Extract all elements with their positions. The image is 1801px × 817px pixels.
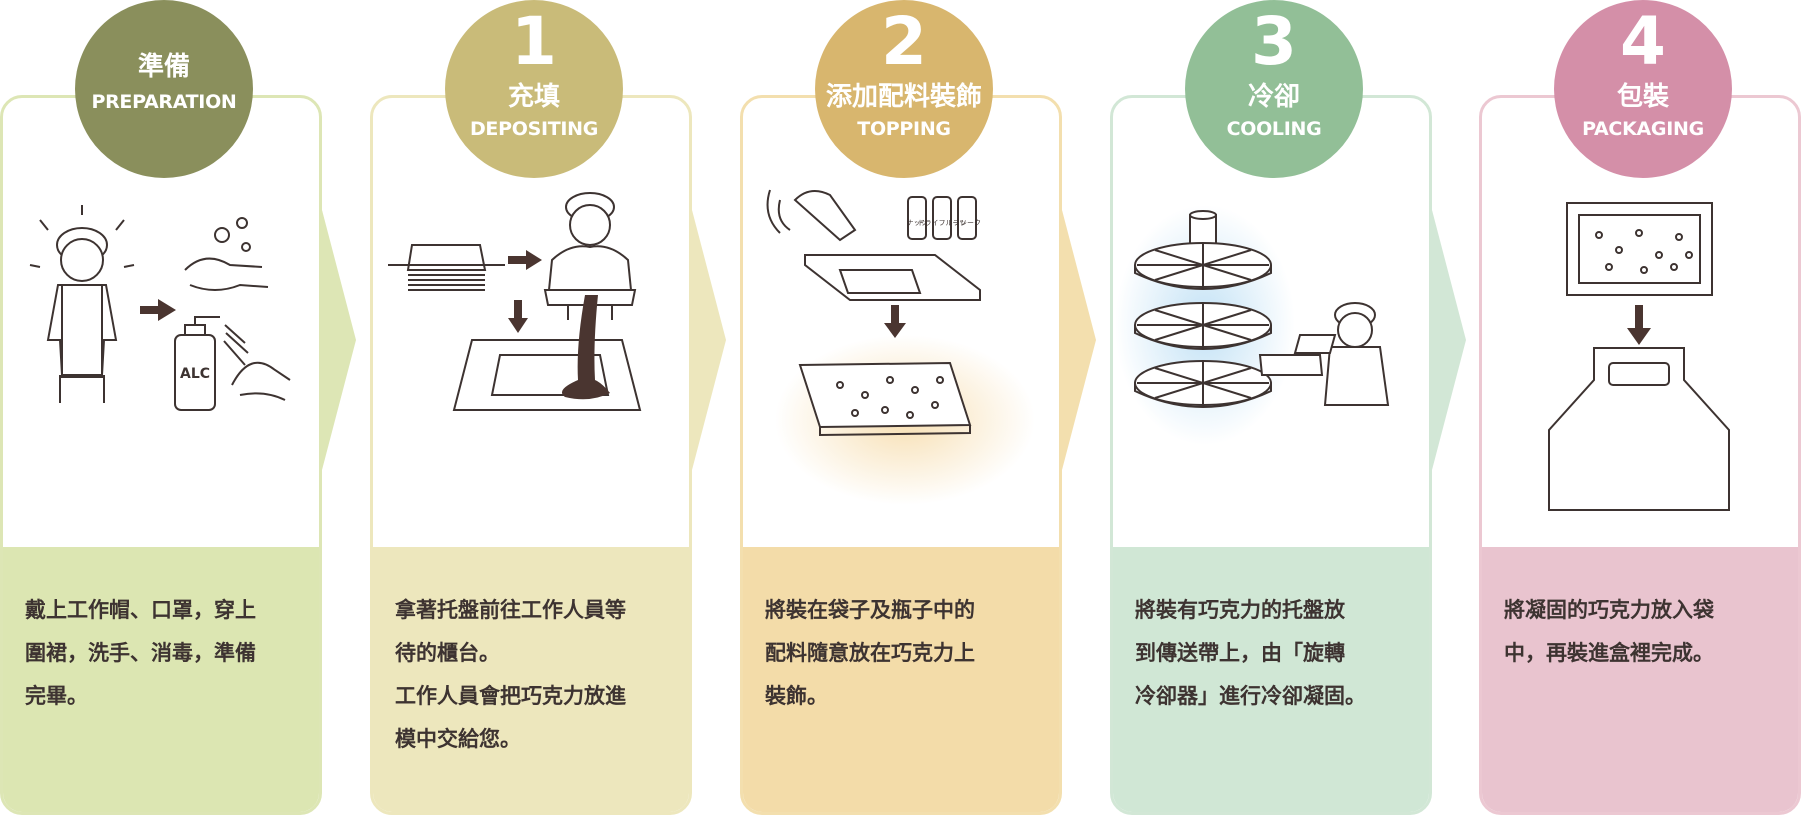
depositing-illustration [388, 192, 642, 411]
step-title-en: DEPOSITING [469, 118, 599, 140]
step-arrow [1432, 210, 1466, 470]
step-title-en: COOLING [1226, 118, 1322, 140]
step-number: 1 [511, 3, 557, 80]
step-arrow [1062, 210, 1096, 470]
step-number: 3 [1251, 3, 1297, 80]
step-title-zh: 包裝 [1616, 82, 1669, 112]
step-title-en: PACKAGING [1582, 118, 1704, 140]
step-card: 將裝有巧克力的托盤放 到傳送帶上，由「旋轉 冷卻器」進行冷卻凝固。 [1110, 95, 1432, 815]
step-title-zh: 準備 [137, 52, 190, 82]
packaging-illustration [1548, 202, 1730, 511]
step-badge: 2 添加配料裝飾 TOPPING [815, 0, 993, 178]
step-cooling: 將裝有巧克力的托盤放 到傳送帶上，由「旋轉 冷卻器」進行冷卻凝固。 3 冷卻 C… [1110, 0, 1466, 817]
step-title-en: PREPARATION [91, 91, 237, 113]
step-topping: 將裝在袋子及瓶子中的 配料隨意放在巧克力上 裝飾。 2 添加配料裝飾 TOPPI… [740, 0, 1096, 817]
step-title-zh: 充填 [507, 82, 560, 112]
step-description-panel: 將裝在袋子及瓶子中的 配料隨意放在巧克力上 裝飾。 [743, 547, 1059, 812]
step-description-panel: 戴上工作帽、口罩，穿上 圍裙，洗手、消毒，準備 完畢。 [3, 547, 319, 812]
bottle-label: フレーク [953, 219, 981, 227]
step-description-panel: 將凝固的巧克力放入袋 中，再裝進盒裡完成。 [1482, 547, 1798, 812]
cooling-illustration [1115, 205, 1390, 445]
step-packaging: 將凝固的巧克力放入袋 中，再裝進盒裡完成。 4 包裝 PACKAGING [1479, 0, 1801, 817]
step-depositing: 拿著托盤前往工作人員等 待的櫃台。 工作人員會把巧克力放進 模中交給您。 1 充… [370, 0, 726, 817]
step-description: 將凝固的巧克力放入袋 中，再裝進盒裡完成。 [1504, 598, 1714, 665]
step-title-zh: 冷卻 [1247, 82, 1300, 112]
bottle-label: ドライフルーツ [918, 219, 967, 227]
step-description: 將裝有巧克力的托盤放 到傳送帶上，由「旋轉 冷卻器」進行冷卻凝固。 [1135, 598, 1366, 708]
bottle-label: ナッツ [907, 219, 928, 227]
step-arrow [322, 210, 356, 470]
step-card: 拿著托盤前往工作人員等 待的櫃台。 工作人員會把巧克力放進 模中交給您。 [370, 95, 692, 815]
bottle-label: ALC [180, 366, 210, 382]
step-badge: 4 包裝 PACKAGING [1554, 0, 1732, 178]
preparation-illustration: ALC [29, 205, 291, 411]
step-title-zh: 添加配料裝飾 [825, 82, 982, 112]
step-badge: 1 充填 DEPOSITING [445, 0, 623, 178]
step-preparation: 戴上工作帽、口罩，穿上 圍裙，洗手、消毒，準備 完畢。 準備 PREPARATI… [0, 0, 356, 817]
step-description-panel: 將裝有巧克力的托盤放 到傳送帶上，由「旋轉 冷卻器」進行冷卻凝固。 [1113, 547, 1429, 812]
step-badge: 3 冷卻 COOLING [1185, 0, 1363, 178]
step-arrow [692, 210, 726, 470]
step-description: 將裝在袋子及瓶子中的 配料隨意放在巧克力上 裝飾。 [765, 598, 975, 708]
step-title-en: TOPPING [857, 118, 951, 140]
step-description: 戴上工作帽、口罩，穿上 圍裙，洗手、消毒，準備 完畢。 [25, 598, 256, 708]
topping-illustration: ナッツ ドライフルーツ フレーク [766, 189, 1035, 505]
step-card: 戴上工作帽、口罩，穿上 圍裙，洗手、消毒，準備 完畢。 [0, 95, 322, 815]
step-badge: 準備 PREPARATION [75, 0, 253, 178]
step-description-panel: 拿著托盤前往工作人員等 待的櫃台。 工作人員會把巧克力放進 模中交給您。 [373, 547, 689, 812]
step-number: 4 [1620, 3, 1666, 80]
step-description: 拿著托盤前往工作人員等 待的櫃台。 工作人員會把巧克力放進 模中交給您。 [395, 598, 626, 751]
step-number: 2 [881, 3, 927, 80]
